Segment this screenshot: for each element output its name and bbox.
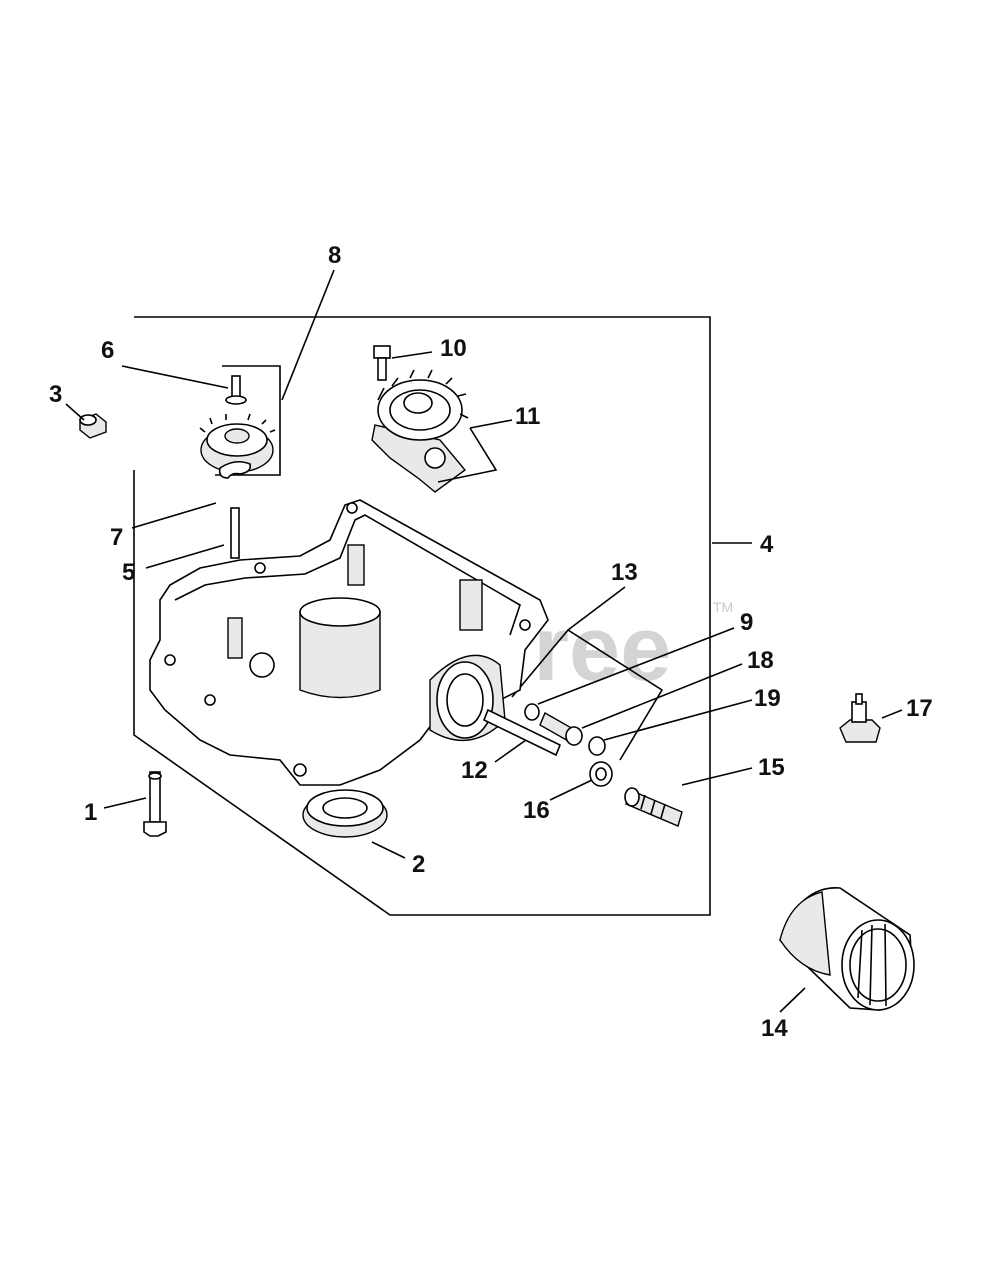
callout-7: 7	[110, 524, 123, 551]
leader-1	[103, 797, 147, 809]
watermark-tm: TM	[713, 599, 733, 615]
callout-18: 18	[747, 647, 774, 674]
callout-13: 13	[611, 559, 638, 586]
leader-14	[779, 987, 806, 1013]
callout-12: 12	[461, 757, 488, 784]
pickup-subassembly-bracket	[511, 628, 664, 761]
part-19-oring	[588, 736, 606, 756]
callout-9: 9	[740, 609, 753, 636]
part-10-bolt	[373, 345, 391, 381]
part-18-screen	[539, 712, 583, 746]
leader-8	[281, 269, 335, 401]
callout-2: 2	[412, 851, 425, 878]
callout-19: 19	[754, 685, 781, 712]
callout-16: 16	[523, 797, 550, 824]
callout-6: 6	[101, 337, 114, 364]
part-17-sensor	[839, 693, 881, 743]
leader-13	[567, 586, 626, 631]
leader-18	[581, 663, 743, 729]
leader-16	[549, 779, 593, 801]
part-1-bolt	[143, 771, 167, 837]
callout-5: 5	[122, 559, 135, 586]
callout-15: 15	[758, 754, 785, 781]
leader-3	[65, 403, 85, 421]
leader-11	[437, 419, 513, 483]
assembly-bracket	[133, 316, 711, 916]
part-8-gear	[199, 413, 276, 473]
part-7-clip	[218, 460, 252, 479]
leader-12	[494, 739, 527, 763]
callout-14: 14	[761, 1015, 788, 1042]
callout-4: 4	[760, 531, 774, 558]
part-14-oil-filter	[779, 887, 915, 1011]
callout-10: 10	[440, 335, 467, 362]
leader-lines	[65, 269, 903, 1013]
callout-1: 1	[84, 799, 97, 826]
leader-19	[603, 699, 753, 741]
part-5-dowel	[230, 507, 240, 559]
part-12-tube	[482, 708, 562, 757]
leader-10	[391, 351, 433, 359]
leader-17	[881, 709, 903, 719]
leader-9	[537, 627, 735, 705]
part-2-seal	[302, 789, 388, 838]
part-16-washer	[589, 761, 613, 787]
part-6-pin	[225, 375, 247, 405]
leader-5	[145, 544, 225, 569]
part-3-plug	[79, 413, 107, 439]
callout-11: 11	[515, 403, 540, 430]
leader-15	[681, 767, 753, 786]
callout-3: 3	[49, 381, 62, 408]
oil-pan	[149, 499, 549, 786]
leader-2	[371, 841, 406, 859]
leader-6	[121, 365, 229, 389]
part-15-fitting	[624, 787, 683, 827]
callout-8: 8	[328, 242, 341, 269]
callout-17: 17	[906, 695, 933, 722]
leader-7	[131, 502, 217, 529]
part-11-oil-pump	[371, 369, 469, 493]
part-9-oring	[524, 703, 540, 721]
gear-subassembly-bracket	[215, 365, 281, 476]
callouts: 1 2 3 4 5 6 7 8 9 10 11 12 13 14 15 16 1…	[49, 242, 933, 1042]
